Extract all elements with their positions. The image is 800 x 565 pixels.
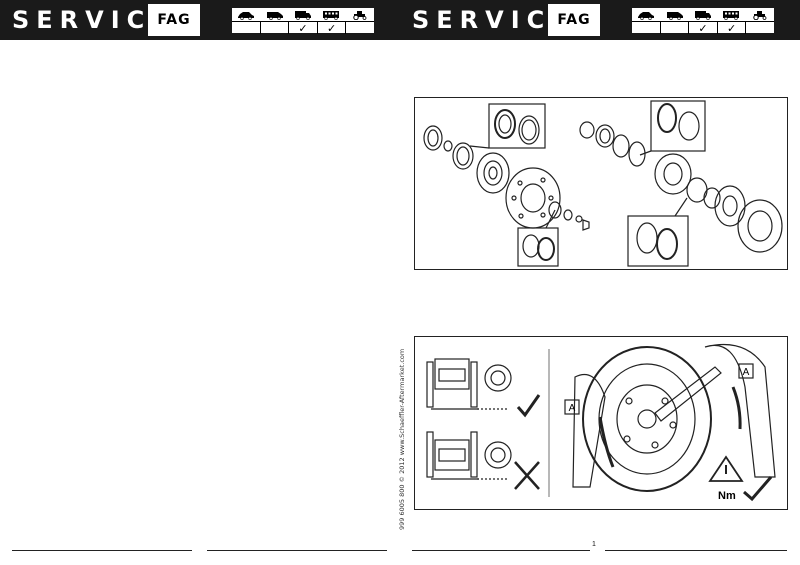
service-title: SERVICE <box>412 6 575 34</box>
van-icon <box>660 8 688 21</box>
vehicle-type-table: ✓ ✓ <box>232 8 374 34</box>
label-a-right: A <box>743 367 750 378</box>
fag-logo: FAG <box>148 4 200 36</box>
vehicle-check-row: ✓ ✓ <box>232 21 374 34</box>
footer-rule-right-1 <box>412 550 590 551</box>
label-a-left: A <box>569 403 576 414</box>
check-bus: ✓ <box>716 22 746 34</box>
fag-logo: FAG <box>548 4 600 36</box>
check-tractor <box>745 22 774 34</box>
tractor-icon <box>346 8 374 21</box>
top-header-bar: SERVICE FAG <box>0 0 800 40</box>
exploded-bearing-illustration <box>423 100 783 267</box>
check-truck: ✓ <box>688 22 717 34</box>
check-truck: ✓ <box>288 22 317 34</box>
truck-icon <box>689 8 717 21</box>
copyright-note: 999 6005 800 © 2012 www.Schaeffler-After… <box>398 348 410 530</box>
car-icon <box>632 8 660 21</box>
vehicle-check-row: ✓ ✓ <box>632 21 774 34</box>
check-van <box>259 22 289 34</box>
truck-icon <box>289 8 317 21</box>
wheel-mounting-illustration: A A Nm <box>426 343 776 502</box>
exploded-bearing-diagram <box>414 97 788 270</box>
service-title: SERVICE <box>12 6 175 34</box>
check-car <box>632 22 660 34</box>
wheel-mounting-diagram: A A Nm <box>414 336 788 510</box>
torque-unit-label: Nm <box>718 490 736 502</box>
check-van <box>659 22 689 34</box>
tractor-icon <box>746 8 774 21</box>
check-bus: ✓ <box>316 22 346 34</box>
van-icon <box>260 8 288 21</box>
vehicle-type-table: ✓ ✓ <box>632 8 774 34</box>
check-tractor <box>345 22 374 34</box>
car-icon <box>232 8 260 21</box>
header-left: SERVICE FAG <box>0 0 400 40</box>
bus-icon <box>317 8 345 21</box>
bus-icon <box>717 8 745 21</box>
page-number: 1 <box>592 541 596 548</box>
check-car <box>232 22 260 34</box>
footer-rule-left-2 <box>207 550 387 551</box>
header-right: SERVICE FAG <box>400 0 800 40</box>
copyright-text: 999 6005 800 © 2012 www.Schaeffler-After… <box>398 348 406 530</box>
footer-rule-left-1 <box>12 550 192 551</box>
footer-rule-right-2 <box>605 550 787 551</box>
